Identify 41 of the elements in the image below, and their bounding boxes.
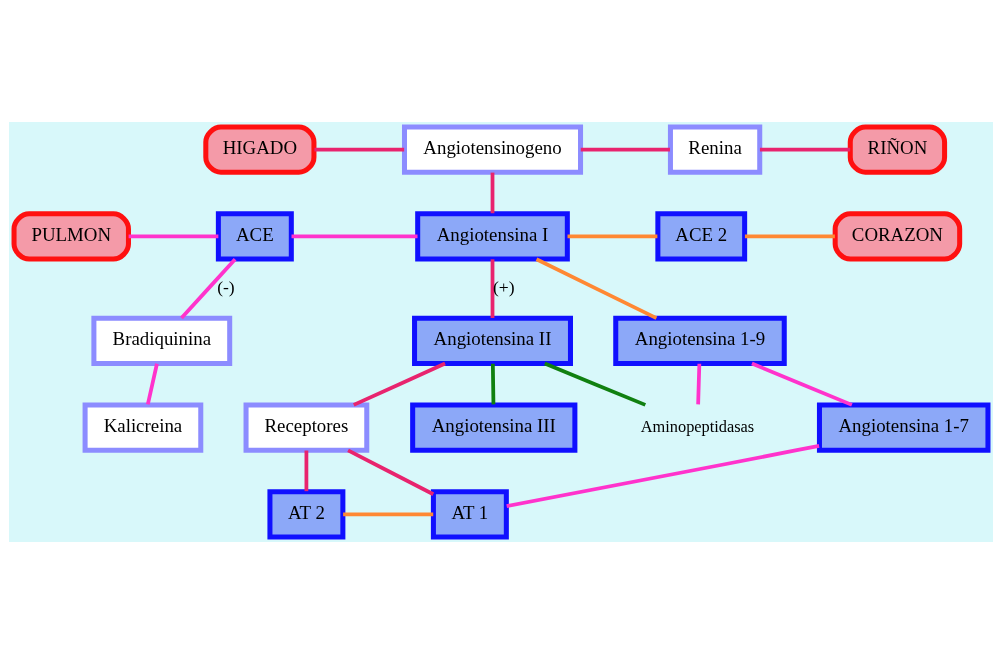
- connector: [314, 147, 405, 152]
- node-box: ACE 2: [655, 211, 748, 262]
- node-box: ACE: [215, 211, 294, 262]
- node-box: RIÑON: [847, 124, 948, 175]
- connector: [751, 361, 853, 407]
- connector: [490, 259, 495, 318]
- connector: [580, 147, 670, 152]
- connector: [506, 443, 820, 508]
- node-box: Renina: [667, 124, 763, 175]
- node-box: Angiotensina 1-7: [816, 402, 991, 453]
- node-box: Receptores: [243, 402, 370, 453]
- connector: [146, 363, 159, 405]
- connector: [128, 234, 219, 239]
- connector: [180, 258, 237, 320]
- node-box: HIGADO: [203, 124, 317, 175]
- connector: [759, 147, 851, 152]
- node-box: Angiotensinogeno: [401, 124, 584, 175]
- connector: [544, 361, 647, 407]
- node-box: AT 2: [267, 489, 346, 540]
- connector: [347, 448, 435, 496]
- node-box: Bradiquinina: [91, 315, 233, 366]
- node-box: Angiotensina II: [412, 315, 573, 366]
- connector: [744, 234, 835, 239]
- node-text: Aminopeptidasas: [640, 416, 755, 436]
- connector: [535, 257, 658, 320]
- node-box: AT 1: [430, 489, 509, 540]
- node-box: Angiotensina III: [410, 402, 578, 453]
- node-box: Kalicreina: [82, 402, 204, 453]
- node-box: Angiotensina I: [415, 211, 570, 262]
- node-box: Angiotensina 1-9: [613, 315, 787, 366]
- connector: [490, 363, 496, 405]
- connector: [567, 234, 658, 239]
- connector: [291, 234, 418, 239]
- connector: [343, 512, 434, 517]
- edge-label: (-): [217, 277, 235, 298]
- connector: [304, 450, 309, 492]
- connector: [490, 172, 495, 214]
- node-box: PULMON: [11, 211, 131, 262]
- connector: [696, 363, 702, 405]
- connector: [353, 361, 446, 407]
- node-box: CORAZON: [832, 211, 963, 262]
